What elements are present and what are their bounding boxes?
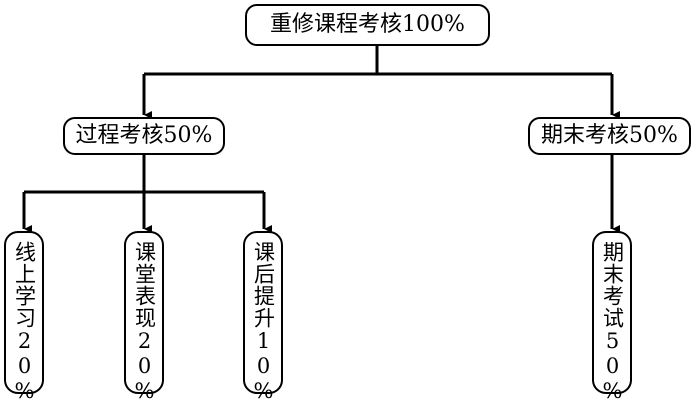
final-assessment-label: 期末考核50% (541, 123, 678, 148)
final-exam-label: 期末考试50% (600, 241, 625, 404)
process-assessment-node: 过程考核50% (63, 117, 225, 155)
root-node: 重修课程考核100% (245, 4, 490, 46)
class-performance-label: 课堂表现20% (132, 241, 157, 404)
final-assessment-node: 期末考核50% (528, 117, 691, 155)
after-class-improvement-label: 课后提升10% (251, 241, 276, 404)
root-label: 重修课程考核100% (270, 12, 465, 37)
final-exam-node: 期末考试50% (592, 231, 632, 404)
online-learning-label: 线上学习20% (12, 241, 37, 404)
after-class-improvement-node: 课后提升10% (243, 231, 283, 404)
process-assessment-label: 过程考核50% (75, 123, 213, 148)
online-learning-node: 线上学习20% (4, 231, 44, 404)
class-performance-node: 课堂表现20% (124, 231, 164, 404)
